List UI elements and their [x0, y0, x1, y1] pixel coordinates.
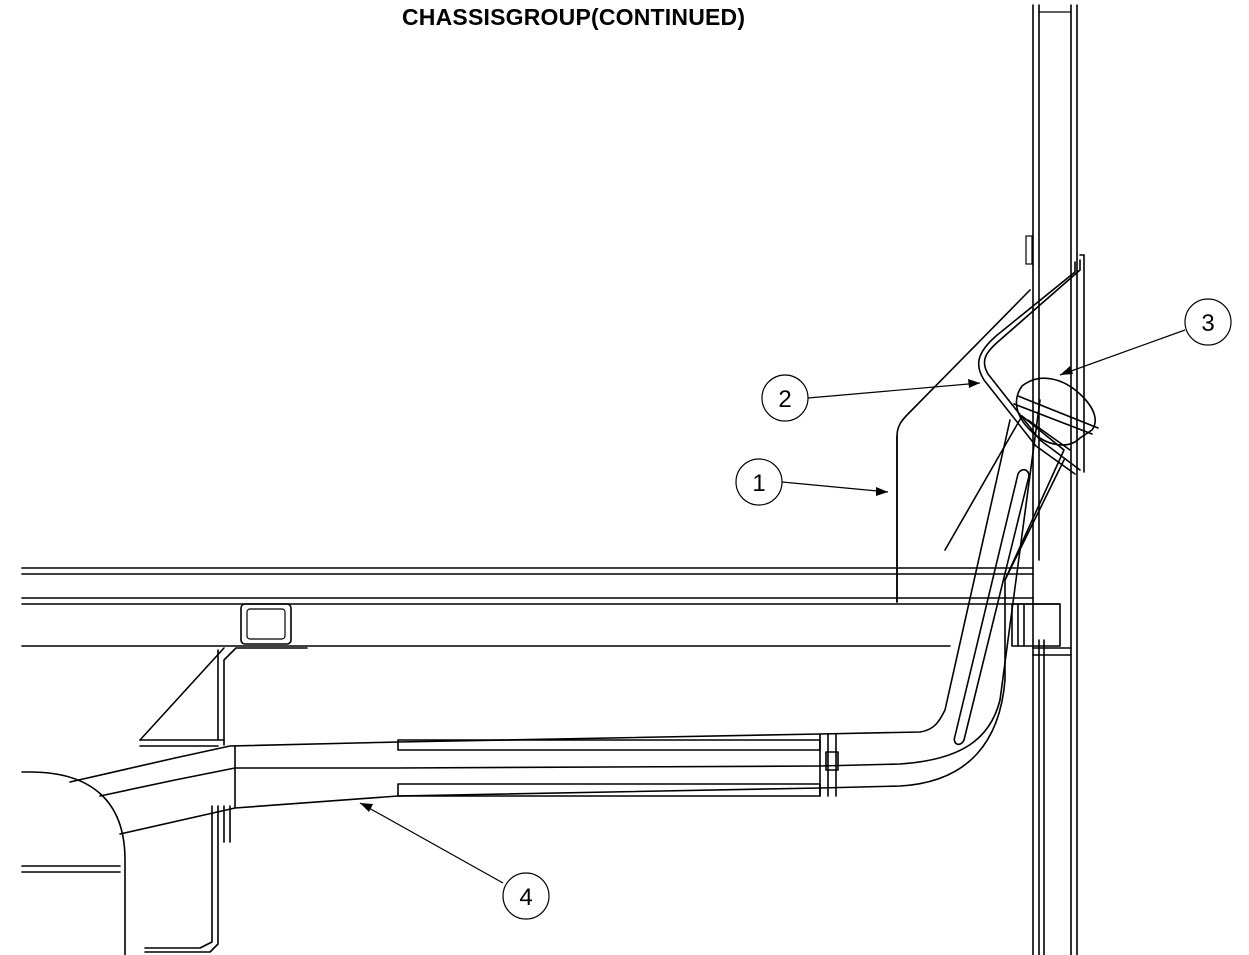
frame-rail: [21, 567, 1061, 647]
square-tube: [240, 603, 292, 645]
leader-lines: [359, 329, 1186, 884]
support-plate: [896, 289, 1031, 603]
callout-3: 3: [1184, 298, 1232, 346]
filler-bracket: [977, 235, 1085, 475]
callout-2: 2: [761, 374, 809, 422]
callout-3-label: 3: [1201, 310, 1214, 337]
page-title: CHASSISGROUP(CONTINUED): [402, 4, 746, 30]
callout-1-label: 1: [752, 470, 765, 497]
filler-cap: [1013, 377, 1099, 451]
fuel-tank: [21, 771, 126, 955]
callout-2-label: 2: [778, 386, 791, 413]
filler-hose: [69, 399, 1065, 835]
vertical-post: [1032, 4, 1078, 955]
callout-1: 1: [735, 458, 783, 506]
left-bracket: [139, 647, 308, 953]
callout-4-label: 4: [519, 884, 532, 911]
callout-4: 4: [502, 872, 550, 920]
